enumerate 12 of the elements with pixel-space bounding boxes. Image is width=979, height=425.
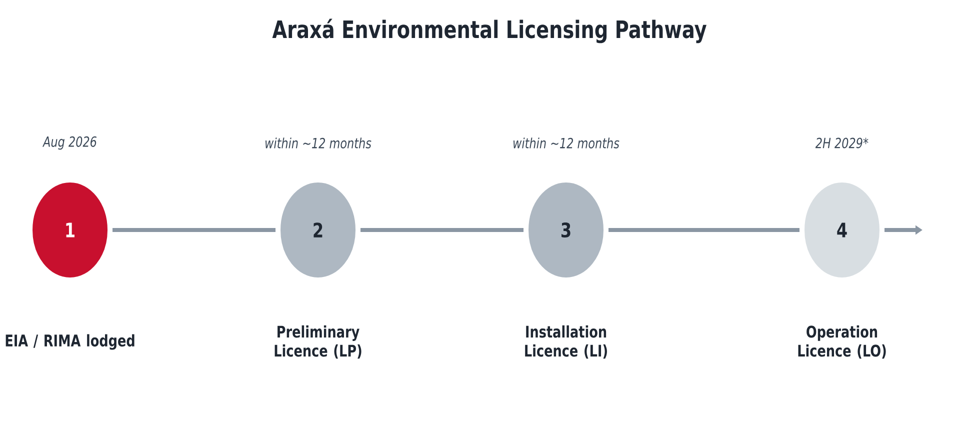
date-label: 2H 2029* xyxy=(815,138,868,148)
date-label: within ~12 months xyxy=(514,138,620,148)
connector-line xyxy=(360,228,524,232)
stage-label: Operation Licence (LO) xyxy=(798,325,886,359)
stage-label: EIA / RIMA lodged xyxy=(6,334,134,350)
date-label: Aug 2026 xyxy=(42,136,96,150)
stage-label: Installation Licence (LI) xyxy=(525,325,607,359)
date-label: within ~12 months xyxy=(266,138,372,148)
connector-line xyxy=(608,228,800,232)
title: Araxá Environmental Licensing Pathway xyxy=(272,18,706,44)
stage-label: Preliminary Licence (LP) xyxy=(274,325,362,359)
connector-line xyxy=(112,228,276,232)
